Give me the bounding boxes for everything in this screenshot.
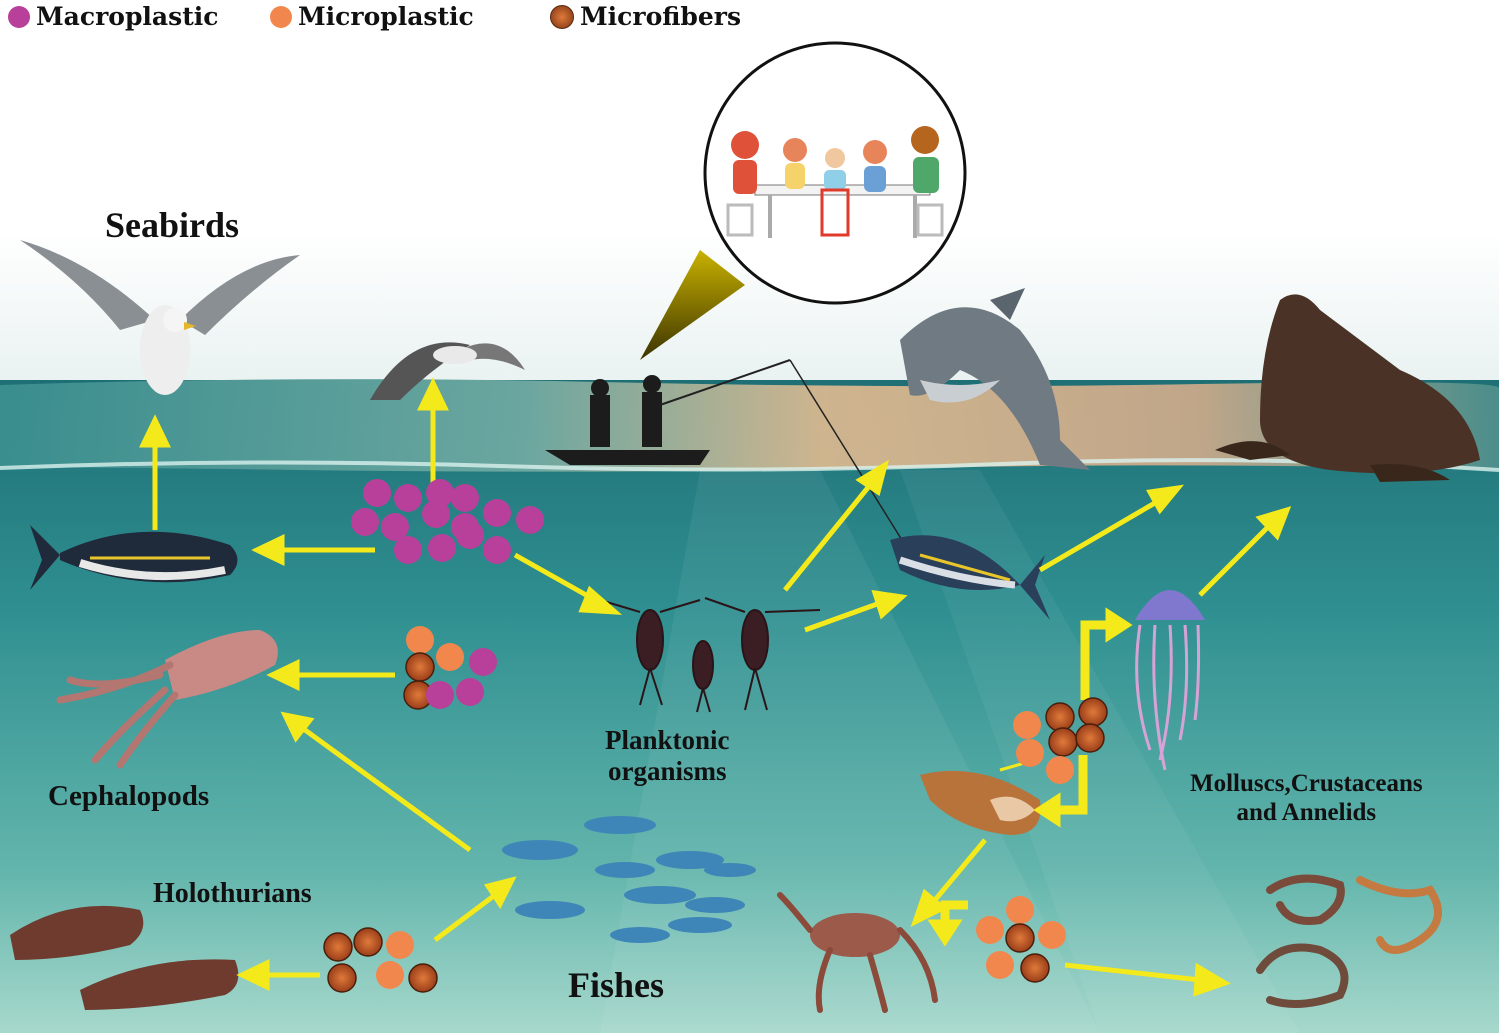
macroplastic-particle <box>394 484 422 512</box>
microfiber-particle <box>1049 728 1077 756</box>
microfiber-particle <box>1079 698 1107 726</box>
microfiber-particle <box>1006 924 1034 952</box>
microfiber-particle <box>1076 724 1104 752</box>
microfiber-particle <box>354 928 382 956</box>
macroplastic-particle <box>394 536 422 564</box>
microplastic-particle <box>976 916 1004 944</box>
microfiber-particle <box>1021 954 1049 982</box>
microplastic-particle <box>1038 921 1066 949</box>
microplastic-particle <box>1016 739 1044 767</box>
legend-microplastic: Microplastic <box>270 2 474 31</box>
microplastic-particle <box>376 961 404 989</box>
planktonic-line2: organisms <box>605 756 730 787</box>
macroplastic-particle <box>483 499 511 527</box>
molluscs-line2: and Annelids <box>1190 799 1423 828</box>
planktonic-line1: Planktonic <box>605 725 730 756</box>
legend-macroplastic-label: Macroplastic <box>36 2 218 31</box>
molluscs-line1: Molluscs,Crustaceans <box>1190 770 1423 799</box>
microplastic-particle <box>386 931 414 959</box>
legend-microfibers-label: Microfibers <box>580 2 741 31</box>
macroplastic-particle <box>363 479 391 507</box>
microplastic-particle <box>1006 896 1034 924</box>
microfiber-particle <box>1046 703 1074 731</box>
microplastic-dot-icon <box>270 6 292 28</box>
legend-macroplastic: Macroplastic <box>8 2 218 31</box>
macroplastic-particle <box>422 500 450 528</box>
macroplastic-particle <box>456 678 484 706</box>
holothurians-label: Holothurians <box>153 878 312 910</box>
macroplastic-particle <box>469 648 497 676</box>
cephalopods-label: Cephalopods <box>48 780 209 813</box>
fishes-label: Fishes <box>568 965 664 1006</box>
macroplastic-particle <box>451 484 479 512</box>
microfiber-particle <box>324 933 352 961</box>
macroplastic-dot-icon <box>8 6 30 28</box>
macroplastic-particle <box>516 506 544 534</box>
legend-microfibers: Microfibers <box>550 2 741 31</box>
macroplastic-particle <box>428 534 456 562</box>
microfiber-particle <box>409 964 437 992</box>
microplastic-particle <box>406 626 434 654</box>
macroplastic-particle <box>426 681 454 709</box>
microfiber-particle <box>328 964 356 992</box>
legend-microplastic-label: Microplastic <box>298 2 474 31</box>
molluscs-crustaceans-annelids-label: Molluscs,Crustaceans and Annelids <box>1190 770 1423 828</box>
planktonic-organisms-label: Planktonic organisms <box>605 725 730 787</box>
macroplastic-particle <box>456 521 484 549</box>
microplastic-particle <box>1013 711 1041 739</box>
microfibers-dot-icon <box>550 5 574 29</box>
microplastic-particle <box>1046 756 1074 784</box>
microfiber-particle <box>406 653 434 681</box>
macroplastic-particle <box>351 508 379 536</box>
microplastic-particle <box>986 951 1014 979</box>
seabirds-label: Seabirds <box>105 205 239 246</box>
microplastic-particle <box>436 643 464 671</box>
macroplastic-particle <box>483 536 511 564</box>
